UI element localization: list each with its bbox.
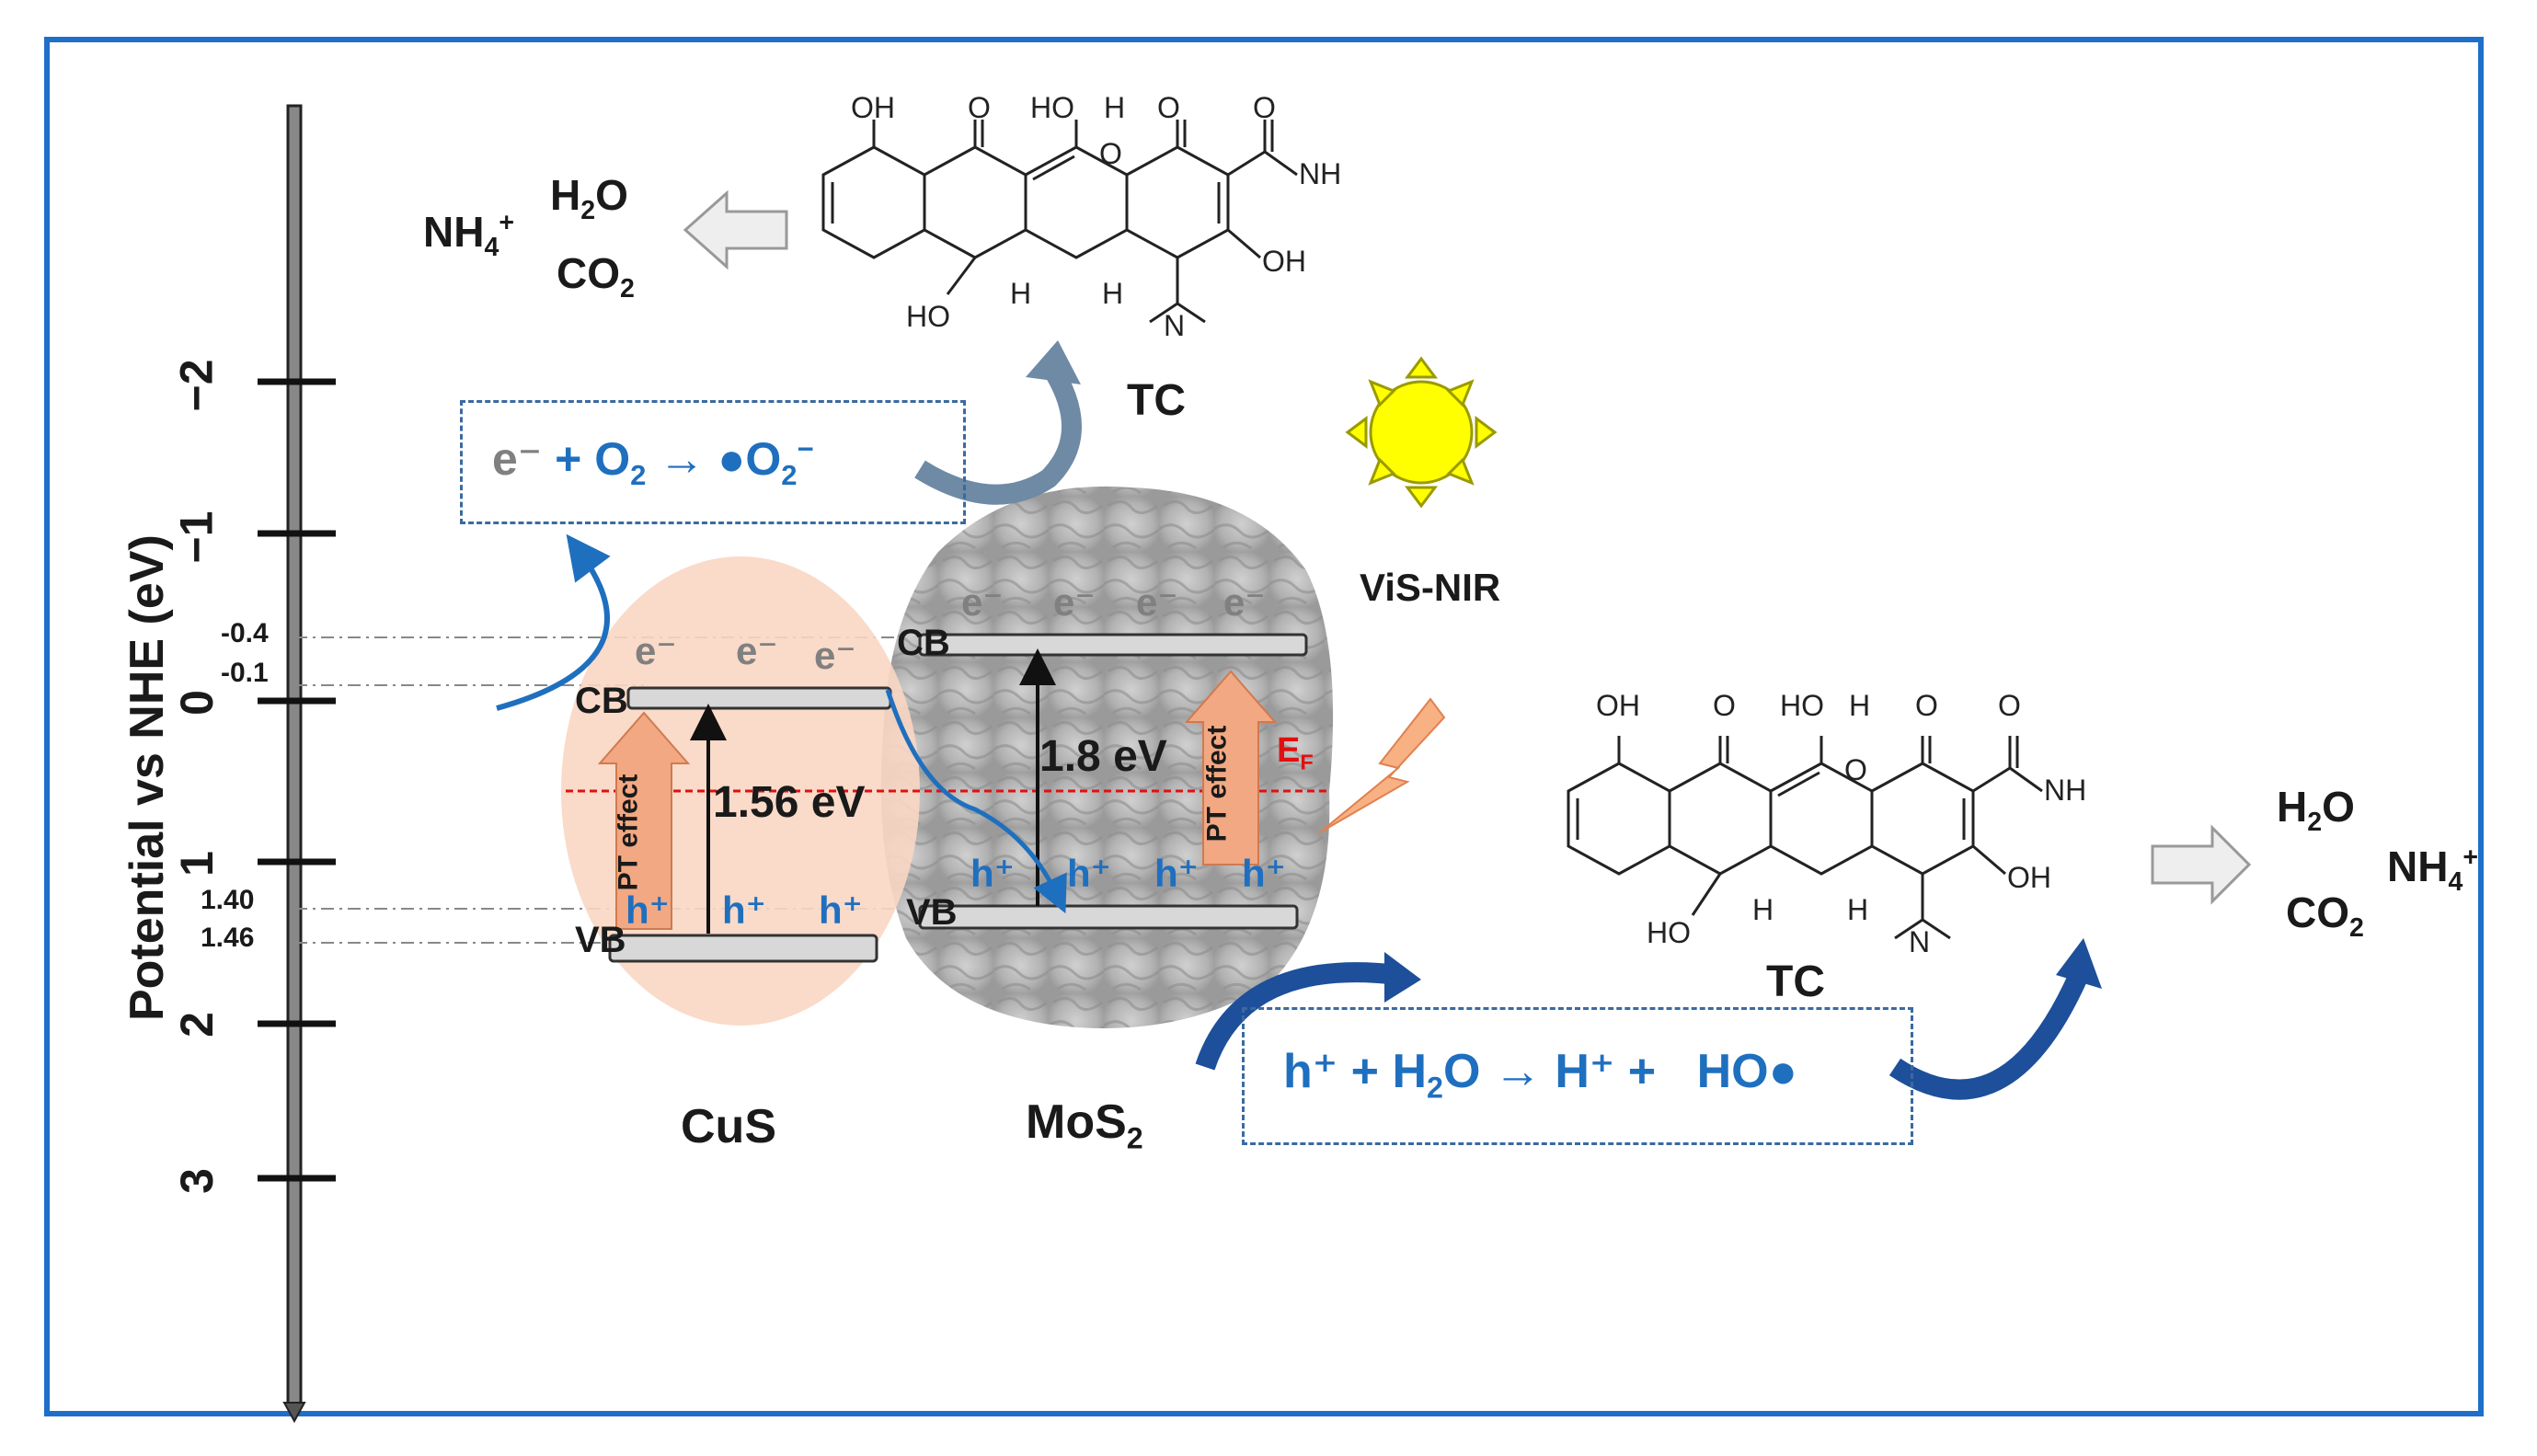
- product-h2o-right: H2O: [2277, 783, 2355, 838]
- svg-text:O: O: [1099, 137, 1122, 170]
- mos2-vb-bar: [918, 904, 1299, 930]
- mos2-cb-bar: [918, 633, 1308, 657]
- axis-tick-label: 1: [170, 851, 223, 877]
- superoxide-reaction: e⁻ + O2 → ●O2−: [492, 432, 814, 491]
- tc-label-top: TC: [1127, 376, 1186, 425]
- product-co2-top: CO2: [557, 249, 635, 304]
- svg-text:O: O: [1915, 689, 1938, 722]
- tc-structure-top: [821, 120, 1298, 324]
- potential-value-label: 1.40: [201, 885, 255, 915]
- svg-text:H: H: [1102, 277, 1123, 310]
- hydroxyl-to-tc-arrow: [1888, 970, 2089, 1100]
- svg-text:OH: OH: [2007, 861, 2051, 894]
- cus-cb-label: CB: [575, 681, 628, 721]
- product-co2-right: CO2: [2286, 889, 2364, 944]
- potential-value-label: -0.1: [221, 658, 269, 688]
- svg-text:O: O: [1998, 689, 2021, 722]
- superoxide-reaction-box: [460, 400, 966, 524]
- potential-value-label: 1.46: [201, 923, 255, 953]
- axis-title: Potential vs NHE (eV): [121, 534, 174, 1021]
- degradation-arrow-top: [683, 189, 788, 270]
- axis-tick-label: −1: [170, 510, 223, 564]
- cus-electron: e⁻: [814, 634, 856, 677]
- hydroxyl-reaction: h⁺ + H2O → H⁺ + HO●: [1283, 1045, 1798, 1105]
- svg-text:H: H: [1752, 893, 1774, 926]
- svg-text:H: H: [1104, 91, 1125, 124]
- svg-text:HO: HO: [1647, 916, 1691, 949]
- degradation-arrow-right: [2151, 824, 2252, 905]
- cus-hole: h⁺: [626, 889, 670, 932]
- fermi-level-label: EF: [1277, 731, 1314, 774]
- product-nh4-top: NH4+: [423, 208, 514, 263]
- svg-text:HO: HO: [906, 300, 950, 333]
- mos2-vb-label: VB: [906, 892, 958, 933]
- sun-icon: [1345, 356, 1498, 509]
- axis-tick-label: 0: [170, 690, 223, 716]
- svg-text:O: O: [1844, 753, 1867, 786]
- svg-text:O: O: [968, 91, 991, 124]
- mos2-hole: h⁺: [1242, 852, 1286, 895]
- mos2-hole: h⁺: [1067, 852, 1111, 895]
- svg-text:O: O: [1253, 91, 1276, 124]
- cus-name: CuS: [681, 1100, 776, 1153]
- product-nh4-right: NH4+: [2387, 843, 2478, 898]
- cus-hole: h⁺: [819, 889, 863, 932]
- cus-pt-effect-arrow: [597, 711, 691, 930]
- axis-tick-label: 2: [170, 1012, 223, 1038]
- svg-text:OH: OH: [1596, 689, 1640, 722]
- product-h2o-top: H2O: [550, 171, 628, 226]
- mos2-electron: e⁻: [1053, 580, 1096, 624]
- electron-transfer-arrow: [496, 533, 611, 711]
- mos2-cb-label: CB: [897, 623, 950, 663]
- svg-text:N: N: [1909, 925, 1930, 958]
- mos2-electron: e⁻: [1223, 580, 1266, 624]
- light-label: ViS-NIR: [1360, 566, 1501, 609]
- tc-structure-right: [1567, 736, 2043, 940]
- mos2-particle: [880, 486, 1334, 1028]
- tc-label-right: TC: [1766, 957, 1825, 1006]
- axis-tick-label: −2: [170, 359, 223, 412]
- figure-frame: [44, 37, 2484, 1416]
- svg-text:NH: NH: [1299, 157, 1341, 190]
- svg-text:O: O: [1157, 91, 1180, 124]
- cus-pt-effect-label: PT effect: [613, 774, 644, 891]
- svg-text:HO: HO: [1780, 689, 1824, 722]
- cus-vb-label: VB: [575, 920, 626, 960]
- cus-electron: e⁻: [635, 629, 677, 672]
- hole-transfer-arrow: [885, 689, 1067, 914]
- cus-cb-bar: [626, 686, 892, 710]
- axis-tick-label: 3: [170, 1168, 223, 1194]
- svg-text:OH: OH: [851, 91, 895, 124]
- svg-text:OH: OH: [1262, 245, 1306, 278]
- mos2-band-gap: 1.8 eV: [1039, 732, 1167, 781]
- mos2-pt-effect-label: PT effect: [1201, 725, 1233, 843]
- cus-vb-bar: [608, 934, 878, 963]
- svg-text:HO: HO: [1030, 91, 1074, 124]
- tc-structure-top-labels: OH O HO H O O O NH OH HO H H N: [851, 91, 1341, 342]
- cus-band-gap: 1.56 eV: [713, 778, 866, 827]
- mos2-hole: h⁺: [970, 852, 1015, 895]
- mos2-electron: e⁻: [1136, 580, 1178, 624]
- mos2-hole: h⁺: [1154, 852, 1199, 895]
- svg-text:H: H: [1847, 893, 1868, 926]
- cus-electron: e⁻: [736, 629, 778, 672]
- vb-to-reaction-arrow: [1195, 962, 1400, 1071]
- mos2-name: MoS2: [1026, 1095, 1143, 1155]
- svg-text:N: N: [1164, 309, 1185, 342]
- svg-text:NH: NH: [2044, 774, 2086, 807]
- mos2-pt-effect-arrow: [1184, 670, 1278, 866]
- potential-value-label: -0.4: [221, 618, 269, 648]
- svg-text:H: H: [1010, 277, 1031, 310]
- tc-structure-right-labels: OH O HO H O O O NH OH HO H H N: [1596, 689, 2086, 958]
- hydroxyl-reaction-box: [1242, 1007, 1913, 1145]
- svg-text:H: H: [1849, 689, 1870, 722]
- potential-axis: [258, 104, 336, 1424]
- cus-hole: h⁺: [722, 889, 766, 932]
- svg-text:O: O: [1713, 689, 1736, 722]
- mos2-electron: e⁻: [961, 580, 1004, 624]
- lightning-icon: [1319, 697, 1446, 833]
